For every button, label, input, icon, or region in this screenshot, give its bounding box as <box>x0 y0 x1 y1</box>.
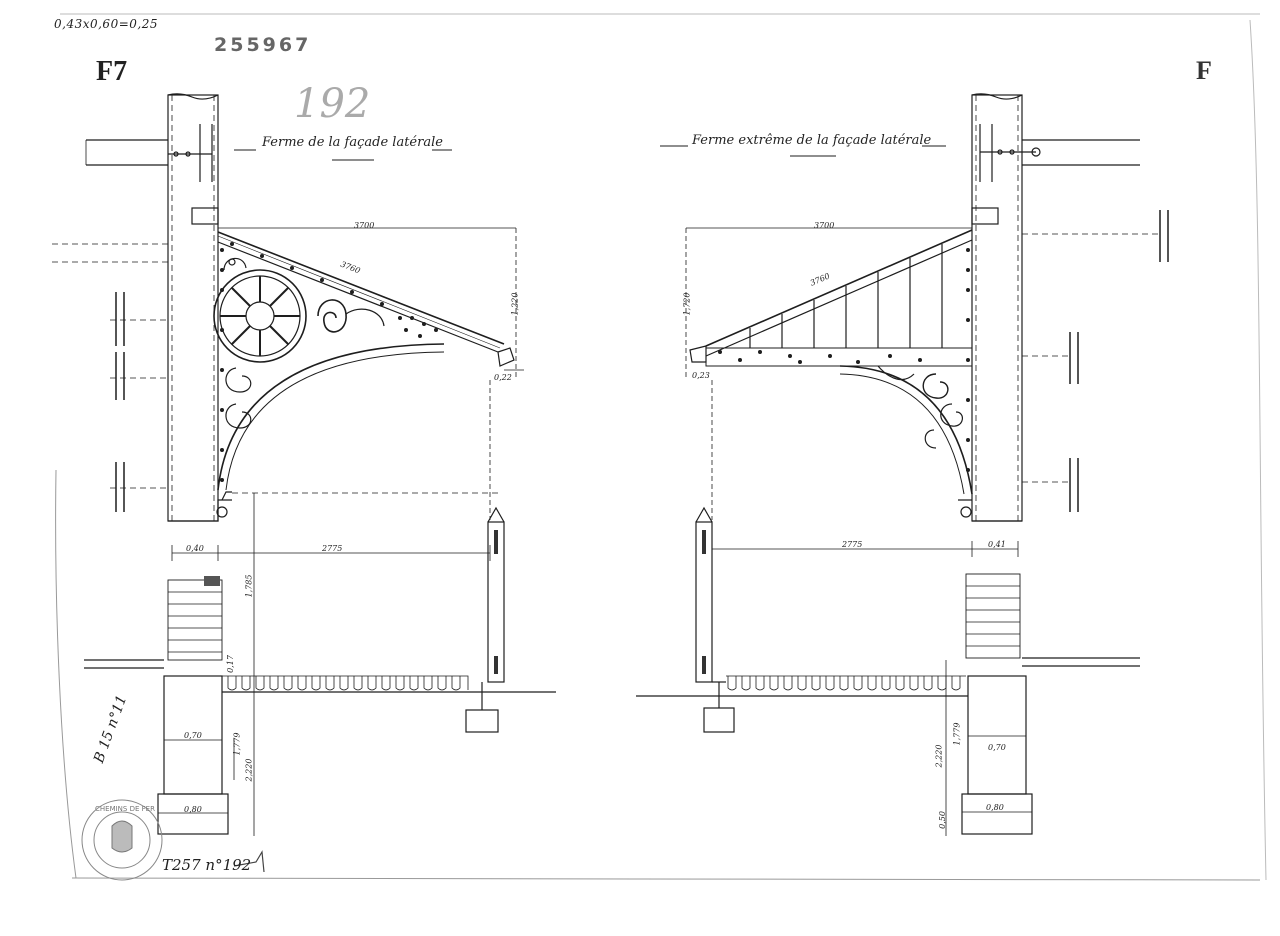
plate-label-left: F7 <box>96 56 128 87</box>
sheet-number: 192 <box>294 81 371 127</box>
dim-right-height-lower: 2,220 <box>934 744 944 768</box>
plate-label-right: F <box>1196 56 1212 85</box>
dim-left-platform-width: 2775 <box>322 544 343 553</box>
dim-left-eave: 0,22 <box>494 373 512 382</box>
dim-left-rise: 1,220 <box>510 292 520 316</box>
dim-right-column-gap: 0,41 <box>988 540 1006 549</box>
area-formula: 0,43x0,60=0,25 <box>54 17 158 31</box>
dim-right-roof-span: 3700 <box>814 221 835 230</box>
dim-right-base-width: 0,70 <box>988 743 1006 752</box>
left-column <box>167 94 219 522</box>
dim-left-roof-span: 3700 <box>354 221 375 230</box>
sheet-right-edge <box>1249 19 1267 881</box>
dim-left-column-gap: 0,40 <box>186 544 204 553</box>
title-left-truss: Ferme de la façade latérale <box>262 135 443 150</box>
title-right-truss: Ferme extrême de la façade latérale <box>692 133 932 148</box>
dim-right-platform-width: 2775 <box>842 540 863 549</box>
dim-right-plinth-width: 0,80 <box>986 803 1004 812</box>
dim-left-plinth-width: 0,80 <box>184 805 202 814</box>
archive-stamp <box>81 799 163 881</box>
left-truss-drawing <box>52 93 556 836</box>
sheet-bottom-edge <box>71 877 1261 881</box>
dim-left-base-height: 1,779 <box>232 732 242 756</box>
dim-right-side: 0,50 <box>937 811 947 829</box>
dim-right-rise: 1,720 <box>682 292 692 316</box>
stamp-text: CHEMINS DE FER <box>95 805 155 813</box>
dim-left-elevation: 0,17 <box>225 655 235 673</box>
dim-right-eave: 0,23 <box>692 371 710 380</box>
right-truss-drawing <box>636 93 1169 836</box>
dim-left-height-lower: 2,220 <box>244 758 254 782</box>
catalog-reference: T257 n°192 <box>162 856 252 874</box>
dim-left-base-width: 0,70 <box>184 731 202 740</box>
dim-right-base-height: 1,779 <box>952 722 962 746</box>
archive-number: 255967 <box>214 34 312 56</box>
sheet-left-edge <box>55 469 77 879</box>
dim-left-height-upper: 1,785 <box>244 574 254 598</box>
